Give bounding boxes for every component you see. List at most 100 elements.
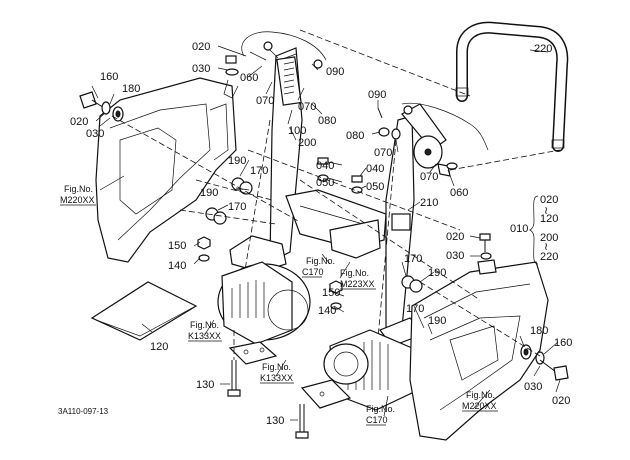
callout-070-mid2: 070 — [420, 171, 438, 183]
assembly-010-bracket: 010 020 ≀ 120 200 ≀ 220 — [510, 194, 558, 265]
bracket-item-3: 200 — [540, 232, 558, 244]
left-stand-pillar — [229, 47, 303, 301]
handle-bolt-group — [477, 233, 497, 275]
callout-070-b: 070 — [298, 101, 316, 113]
callout-060-top: 060 — [240, 72, 258, 84]
svg-text:Fig.No.: Fig.No. — [190, 320, 219, 330]
fig-reference-c170-bottom: Fig.No. C170 — [366, 404, 395, 426]
callout-010: 010 — [510, 223, 528, 235]
svg-text:Fig.No.: Fig.No. — [262, 362, 291, 372]
right-hood-panel — [409, 261, 549, 441]
callout-170-b: 170 — [228, 201, 246, 213]
callout-070-mid: 070 — [374, 147, 392, 159]
callout-190-c: 190 — [428, 267, 446, 279]
left-bolt-washers — [79, 91, 124, 122]
drawing-code: 3A110-097-13 — [58, 407, 109, 416]
callout-labels: 020 030 060 070 090 070 080 100 200 220 … — [70, 41, 572, 427]
callout-200: 200 — [298, 137, 316, 149]
nut-washer-left — [197, 236, 211, 262]
bolt-set-top-left — [223, 55, 239, 99]
callout-050-a: 050 — [316, 177, 334, 189]
bracket-item-1: 020 — [540, 194, 558, 206]
handle-bar — [455, 21, 569, 152]
callout-160-left: 160 — [100, 71, 118, 83]
fig-reference-m220-right: Fig.No. M220XX — [462, 390, 498, 412]
callout-040-b: 040 — [366, 163, 384, 175]
callout-020-left: 020 — [70, 116, 88, 128]
callout-080-mid: 080 — [346, 130, 364, 142]
fig-reference-k133-mid: Fig.No. K133XX — [260, 362, 294, 384]
callout-190-b: 190 — [200, 187, 218, 199]
callout-180-right: 180 — [530, 325, 548, 337]
callout-210: 210 — [420, 197, 438, 209]
callout-220: 220 — [534, 43, 552, 55]
fig-reference-m223: Fig.No. M223XX — [340, 268, 376, 290]
bolt-130-left — [227, 330, 241, 397]
svg-text:≀: ≀ — [544, 205, 548, 217]
callout-170-c: 170 — [404, 253, 422, 265]
floor-mat — [90, 281, 198, 341]
svg-text:Fig.No.: Fig.No. — [466, 390, 495, 400]
callout-080-top: 080 — [318, 115, 336, 127]
callout-140-a: 140 — [168, 260, 186, 272]
svg-text:C170: C170 — [366, 415, 388, 425]
callout-180-left: 180 — [122, 83, 140, 95]
svg-text:Fig.No.: Fig.No. — [306, 256, 335, 266]
left-fan-housing — [217, 261, 311, 345]
construction-lines — [111, 29, 561, 357]
callout-150-b: 150 — [322, 287, 340, 299]
bolt-130-mid — [295, 404, 309, 439]
bracket-item-2: 120 — [540, 213, 558, 225]
lever-knob-mid — [401, 102, 489, 169]
callout-040-a: 040 — [316, 160, 334, 172]
leader-lines — [91, 45, 561, 421]
mid-bolt-set — [377, 107, 458, 177]
mount-plate-left — [228, 341, 278, 365]
svg-text:K133XX: K133XX — [260, 373, 293, 383]
svg-text:Fig.No.: Fig.No. — [340, 268, 369, 278]
fig-reference-m220-left: Fig.No. M220XX — [60, 184, 96, 206]
callout-160-right: 160 — [554, 337, 572, 349]
callout-020-group: 020 — [446, 231, 464, 243]
callout-090-top: 090 — [326, 66, 344, 78]
right-bolt-washers — [520, 344, 569, 381]
callout-030-group: 030 — [446, 250, 464, 262]
callout-020-right: 020 — [552, 395, 570, 407]
callout-030-left: 030 — [86, 128, 104, 140]
svg-text:C170: C170 — [302, 267, 324, 277]
callout-190-d: 190 — [428, 315, 446, 327]
fig-reference-k133-left: Fig.No. K133XX — [188, 320, 222, 342]
mount-plate-mid — [300, 379, 352, 409]
fig-reference-c170-mid: Fig.No. C170 — [302, 256, 335, 278]
svg-text:M220XX: M220XX — [462, 401, 497, 411]
callout-120: 120 — [150, 341, 168, 353]
middle-bracket — [285, 189, 387, 259]
svg-text:≀: ≀ — [544, 241, 548, 253]
callout-030-top: 030 — [192, 63, 210, 75]
callout-070-a: 070 — [256, 95, 274, 107]
svg-text:M223XX: M223XX — [340, 279, 375, 289]
callout-190-a: 190 — [228, 155, 246, 167]
left-hood-panel — [95, 77, 237, 263]
callout-130-b: 130 — [266, 415, 284, 427]
callout-020-top: 020 — [192, 41, 210, 53]
svg-text:K133XX: K133XX — [188, 331, 221, 341]
callout-130-a: 130 — [196, 379, 214, 391]
callout-100: 100 — [288, 125, 306, 137]
callout-170-d: 170 — [406, 303, 424, 315]
right-fan-housing — [323, 329, 415, 411]
callout-140-b: 140 — [318, 305, 336, 317]
callout-170-a: 170 — [250, 165, 268, 177]
callout-050-b: 050 — [366, 181, 384, 193]
bracket-item-4: 220 — [540, 251, 558, 263]
callout-060-mid: 060 — [450, 187, 468, 199]
bolt-040-050 — [317, 157, 363, 194]
svg-text:M220XX: M220XX — [60, 195, 95, 205]
svg-text:Fig.No.: Fig.No. — [64, 184, 93, 194]
callout-090-mid: 090 — [368, 89, 386, 101]
callout-030-right: 030 — [524, 381, 542, 393]
callout-150-a: 150 — [168, 240, 186, 252]
svg-text:Fig.No.: Fig.No. — [366, 404, 395, 414]
